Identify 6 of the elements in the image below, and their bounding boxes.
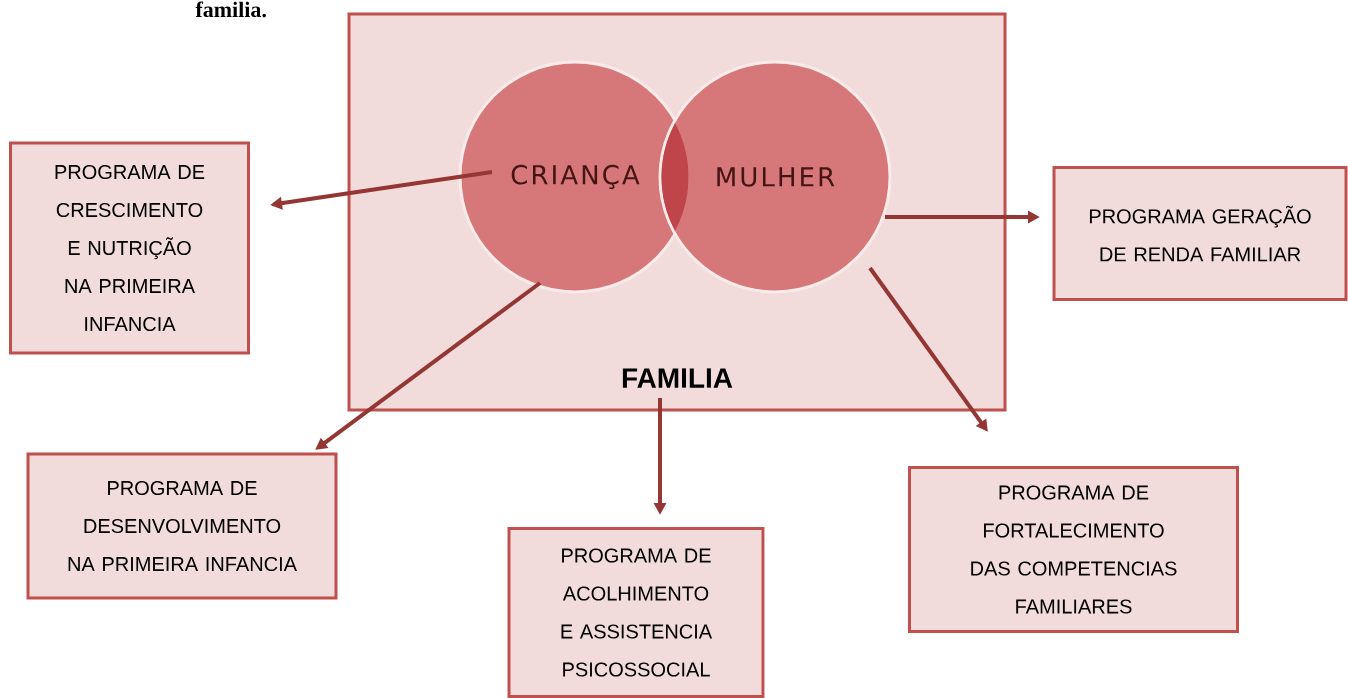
program-box: PROGRAMA DE ACOLHIMENTO E ASSISTENCIA PSICOSSOCIAL <box>507 527 765 698</box>
program-box: PROGRAMA GERAÇÃO DE RENDA FAMILIAR <box>1052 166 1348 301</box>
cut-off-text: familia. <box>195 1 266 18</box>
program-box: PROGRAMA DE FORTALECIMENTO DAS COMPETENCIAS FAMILIARES <box>908 466 1239 633</box>
program-box: PROGRAMA DE CRESCIMENTO E NUTRIÇÃO NA PRIMEIRA INFANCIA <box>9 141 250 355</box>
program-box: PROGRAMA DE DESENVOLVIMENTO NA PRIMEIRA INFANCIA <box>26 452 338 600</box>
